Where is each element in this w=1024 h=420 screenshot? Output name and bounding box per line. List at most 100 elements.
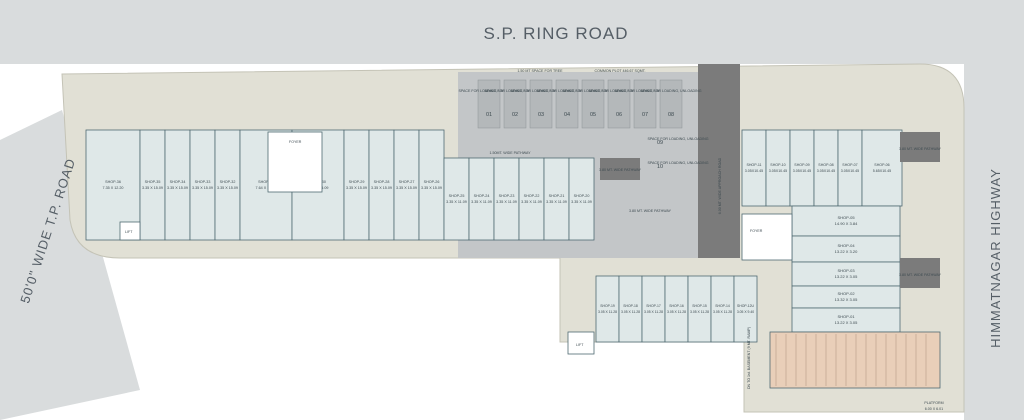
service-block-east-lower	[900, 258, 940, 288]
shop-name: SHOP-01	[837, 314, 855, 319]
shop-size: 7.35 X 12.20	[103, 186, 124, 190]
loading-bay-number: 07	[642, 112, 648, 118]
loading-bay-note: SPACE FOR LOADING, UNLOADING	[562, 89, 623, 93]
shop-size: 3.05 X 11.28	[598, 310, 617, 314]
loading-bay-number: 08	[668, 112, 674, 118]
shop-outline	[664, 275, 689, 343]
lift-west	[119, 221, 141, 241]
shop-unit: SHOP-203.35 X 11.09	[568, 157, 595, 241]
shop-unit: SHOP-333.35 X 15.09	[189, 129, 216, 241]
shop-outline	[861, 129, 903, 207]
loading-bay-note: SPACE FOR LOADING, UNLOADING	[458, 89, 519, 93]
loading-bay-number: 01	[486, 112, 492, 118]
service-block-east-upper	[900, 132, 940, 162]
tree-space-note: 1.50 MT SPACE FOR TREE	[517, 69, 563, 73]
loading-bay-note: SPACE FOR LOADING, UNLOADING	[588, 89, 649, 93]
shop-unit: SHOP-253.35 X 11.09	[443, 157, 470, 241]
shop-name: SHOP-04	[837, 243, 855, 248]
shop-outline	[139, 129, 166, 241]
foyer-west	[267, 131, 323, 193]
shop-unit: SHOP-213.35 X 11.09	[543, 157, 570, 241]
loading-bay	[633, 79, 657, 129]
service-block-east-lower-label: 3.80 MT. WIDE PATHWAY	[899, 273, 942, 277]
shop-outline	[791, 307, 901, 333]
shop-size: 3.35 X 11.09	[521, 200, 542, 204]
shop-name: SHOP-36	[105, 180, 121, 184]
shop-unit: SHOP-293.35 X 15.09	[343, 129, 370, 241]
shop-unit: SHOP-143.05 X 11.28	[710, 275, 735, 343]
shop-name: SHOP-28	[374, 180, 390, 184]
pathway-note-lower: 3.80 MT. WIDE PATHWAY	[629, 209, 672, 213]
shop-outline	[343, 129, 370, 241]
approach-road-label: 6.00 MT. WIDE APPROACH ROAD	[718, 157, 722, 214]
shop-unit: SHOP-26 3.35 X 15.09	[418, 129, 445, 241]
shop-size: 3.35 X 15.09	[396, 186, 417, 190]
shop-name: SHOP-07	[842, 163, 857, 167]
east-road	[964, 0, 1024, 420]
shop-outline	[368, 129, 395, 241]
lift-bottom	[567, 331, 595, 355]
shop-unit: SHOP-183.05 X 11.28	[618, 275, 643, 343]
shop-size: 3.35 X 11.09	[571, 200, 592, 204]
shop-outline	[468, 157, 495, 241]
shop-unit: SHOP-173.05 X 11.28	[641, 275, 666, 343]
loading-bay	[581, 79, 605, 129]
shop-size: 3.35 X 11.09	[471, 200, 492, 204]
shop-unit: SHOP-23 3.35 X 11.09	[493, 157, 520, 241]
lift-west-label: LIFT	[125, 230, 133, 234]
shop-outline	[418, 129, 445, 241]
shop-size: 3.35 X 15.09	[421, 186, 442, 190]
loading-bay	[503, 79, 527, 129]
service-block-east-upper-label: 3.80 MT. WIDE PATHWAY	[899, 147, 942, 151]
shop-unit: SHOP-28 3.35 X 15.09	[368, 129, 395, 241]
pathway-note: 1.50MT. WIDE PATHWAY	[490, 151, 532, 155]
shop-outline	[687, 275, 712, 343]
lift-bottom-label: LIFT	[576, 343, 584, 347]
shop-name: SHOP-06	[874, 163, 889, 167]
shop-size: 3.05X10.45	[841, 169, 859, 173]
shop-size: 13.22 X 3.20	[835, 249, 858, 254]
ramp-label: DN TO 1st. BASEMENT (9 MT. RAMP)	[747, 327, 751, 389]
shop-size: 3.05 X 11.28	[667, 310, 686, 314]
shop-unit: SHOP-15 3.05 X 11.28	[687, 275, 712, 343]
shop-size: 3.05 X 11.28	[690, 310, 709, 314]
shop-size: 7.64 X 15.09	[256, 186, 277, 190]
shop-unit: SHOP-163.05 X 11.28	[664, 275, 689, 343]
shop-outline	[837, 129, 863, 207]
shop-size: 3.05X10.45	[745, 169, 763, 173]
shop-outline	[733, 275, 758, 343]
shop-size: 3.35 X 11.09	[446, 200, 467, 204]
shop-unit: SHOP-103.05X10.45	[765, 129, 791, 207]
shop-name: SHOP-19	[600, 304, 615, 308]
shop-name: SHOP-35	[145, 180, 161, 184]
shop-outline	[189, 129, 216, 241]
shop-outline	[443, 157, 470, 241]
loading-bay-note: SPACE FOR LOADING, UNLOADING	[614, 89, 675, 93]
loading-bay-note: SPACE FOR LOADING, UNLOADING	[640, 89, 701, 93]
shop-name: SHOP-02	[837, 291, 855, 296]
shop-outline	[641, 275, 666, 343]
shop-outline	[214, 129, 241, 241]
shop-size: 3.05 X 11.28	[621, 310, 640, 314]
shop-name: SHOP-15	[692, 304, 707, 308]
shop-name: SHOP-22	[524, 194, 540, 198]
foyer-east-label: FOYER	[750, 229, 763, 233]
shop-size: 3.35 X 11.09	[496, 200, 517, 204]
shop-outline	[765, 129, 791, 207]
shop-name: SHOP-32	[220, 180, 236, 184]
shop-size: 3.05 X 11.28	[644, 310, 663, 314]
shop-name: SHOP-23	[499, 194, 515, 198]
shop-unit: SHOP-243.35 X 11.09	[468, 157, 495, 241]
shop-unit: SHOP-273.35 X 15.09	[393, 129, 420, 241]
road-label-east: HIMMATNAGAR HIGHWAY	[988, 168, 1003, 348]
shop-name: SHOP-09	[794, 163, 809, 167]
shop-size: 3.35 X 11.09	[546, 200, 567, 204]
shop-name: SHOP-34	[170, 180, 186, 184]
shop-name: SHOP-26	[424, 180, 440, 184]
shop-size: 3.35 X 15.09	[371, 186, 392, 190]
shop-name: SHOP-11	[746, 163, 761, 167]
